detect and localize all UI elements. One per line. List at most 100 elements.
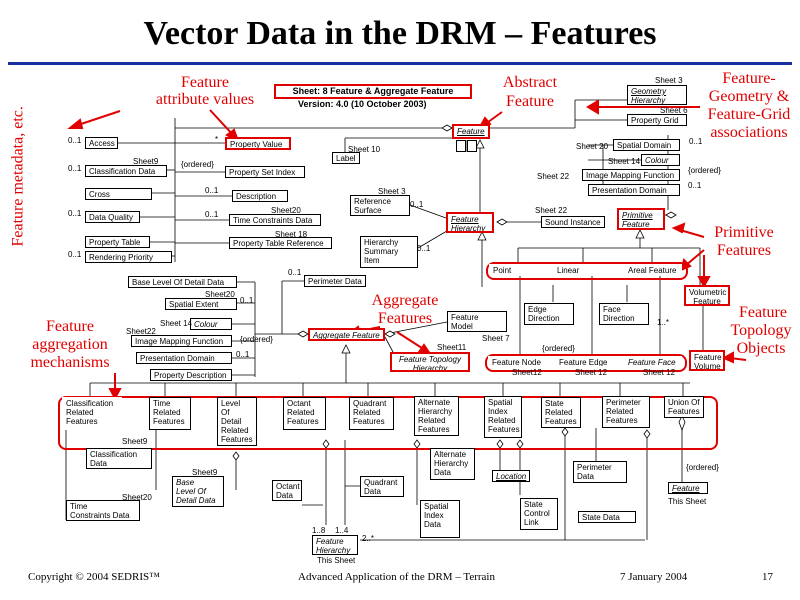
annotation-aggregate-1: Aggregate <box>371 292 439 309</box>
lod-related-features-box[interactable]: Level Of Detail Related Features <box>217 397 257 446</box>
sheet14-agg-label: Sheet 14 <box>160 319 193 328</box>
fhb-line2: Hierarchy <box>316 546 351 555</box>
classification-related-features-box[interactable]: Classification Related Features <box>62 397 122 430</box>
octant-data-box[interactable]: Octant Data <box>272 480 302 501</box>
annotation-topology-1: Feature <box>739 304 787 321</box>
property-table-reference-box[interactable]: Property Table Reference <box>229 237 332 249</box>
edge-direction-box[interactable]: Edge Direction <box>524 303 574 325</box>
perimeter-data-box[interactable]: Perimeter Data <box>304 275 366 287</box>
sheet22-agg-label: Sheet22 <box>126 327 156 336</box>
sirf-line1: Spatial <box>488 398 513 407</box>
colour-box[interactable]: Colour <box>641 154 680 166</box>
access-box[interactable]: Access <box>85 137 118 149</box>
cross-reference-box[interactable]: Cross Reference <box>85 188 152 200</box>
feature-hierarchy-box[interactable]: Feature Hierarchy <box>446 212 494 233</box>
areal-feature-box[interactable]: Areal Feature <box>624 264 682 275</box>
feature-box[interactable]: Feature <box>452 124 490 139</box>
aggregate-feature-box[interactable]: Aggregate Feature <box>308 328 385 341</box>
face-direction-box[interactable]: Face Direction <box>599 303 649 325</box>
sid-line2: Index <box>424 511 444 520</box>
tcdb-line2: Constraints Data <box>70 511 130 520</box>
alternate-hierarchy-data-box[interactable]: Alternate Hierarchy Data <box>430 448 475 480</box>
topology-group <box>485 354 687 372</box>
feature-topology-line1: Feature Topology <box>399 355 461 364</box>
sheet18-label: Sheet 18 <box>275 230 308 239</box>
spatial-index-data-box[interactable]: Spatial Index Data <box>420 500 460 538</box>
linear-feature-box[interactable]: Linear Feature <box>553 264 613 275</box>
rendering-priority-box[interactable]: Rendering Priority Level <box>85 251 172 263</box>
union-of-features-box[interactable]: Union Of Features <box>664 396 704 418</box>
label-box[interactable]: Label <box>332 152 360 164</box>
property-description-box[interactable]: Property Description <box>150 369 232 381</box>
perimeter-related-features-box[interactable]: Perimeter Related Features <box>602 396 650 428</box>
feature-topology-hierarchy-box[interactable]: Feature Topology Hierarchy <box>390 352 470 372</box>
state-control-link-box[interactable]: State Control Link <box>520 498 558 530</box>
property-grid-box[interactable]: Property Grid <box>627 114 687 126</box>
spatial-domain-box[interactable]: Spatial Domain <box>613 139 680 151</box>
feature-hierarchy-b-box[interactable]: Feature Hierarchy <box>312 535 358 555</box>
classification-data-b-box[interactable]: Classification Data <box>86 448 152 469</box>
property-set-index-box[interactable]: Property Set Index <box>225 166 305 178</box>
srf-line3: Features <box>545 417 577 426</box>
description-box[interactable]: Description <box>232 190 288 202</box>
data-quality-box[interactable]: Data Quality <box>85 211 140 223</box>
time-related-features-box[interactable]: Time Related Features <box>149 397 191 430</box>
octant-data-line1: Octant <box>276 482 300 491</box>
sheet11-label: Sheet11 <box>437 343 467 352</box>
base-lod-data-b-box[interactable]: Base Level Of Detail Data <box>172 476 224 507</box>
feature-volume-box[interactable]: Feature Volume <box>689 350 725 371</box>
cdb-line1: Classification <box>90 450 138 459</box>
location-box[interactable]: Location <box>492 470 530 482</box>
feature-model-instance-box[interactable]: Feature Model Instance <box>447 311 507 332</box>
base-lod-data-box[interactable]: Base Level Of Detail Data <box>128 276 237 288</box>
mult-01c: 0..1 <box>68 209 82 218</box>
mult-2star: 2..* <box>362 534 375 543</box>
spatial-extent-box[interactable]: Spatial Extent <box>165 298 237 310</box>
spatial-index-related-features-box[interactable]: Spatial Index Related Features <box>484 396 522 438</box>
geometry-hierarchy-box[interactable]: Geometry Hierarchy <box>627 85 687 105</box>
lodrf-line4: Related <box>221 426 249 435</box>
time-constraints-data-b-box[interactable]: Time Constraints Data <box>66 500 140 521</box>
state-data-box[interactable]: State Data <box>578 511 636 523</box>
sheet12-b-label: Sheet 12 <box>575 368 608 377</box>
orf-line1: Octant <box>287 399 311 408</box>
sheet6-label: Sheet 6 <box>660 106 688 115</box>
perimeter-data-b-box[interactable]: Perimeter Data <box>573 461 627 483</box>
primitive-feature-box[interactable]: Primitive Feature <box>617 208 665 230</box>
sheet3-top-label: Sheet 3 <box>655 76 683 85</box>
presentation-domain-box[interactable]: Presentation Domain <box>588 184 680 196</box>
presentation-domain-agg-box[interactable]: Presentation Domain <box>136 352 232 364</box>
image-mapping-function-box[interactable]: Image Mapping Function <box>582 169 680 181</box>
hierarchy-summary-item-box[interactable]: Hierarchy Summary Item <box>360 236 418 268</box>
reference-surface-box[interactable]: Reference Surface <box>350 195 410 216</box>
point-feature-box[interactable]: Point Feature <box>489 264 545 275</box>
annotation-aggregation-1: Feature <box>46 318 94 335</box>
octant-data-line2: Data <box>276 491 293 500</box>
classification-data-box[interactable]: Classification Data <box>85 165 167 177</box>
geometry-hierarchy-line2: Hierarchy <box>631 96 666 105</box>
alternate-hierarchy-related-features-box[interactable]: Alternate Hierarchy Related Features <box>414 396 459 436</box>
annotation-abstract-1: Abstract <box>502 74 558 91</box>
quadrant-data-box[interactable]: Quadrant Data <box>360 476 404 497</box>
colour-agg-box[interactable]: Colour <box>190 318 232 330</box>
feature-node-box[interactable]: Feature Node <box>488 356 548 367</box>
feature-b-box[interactable]: Feature <box>668 482 708 494</box>
trf-line2: Related <box>153 408 181 417</box>
pdb-line2: Data <box>577 472 594 481</box>
sound-instance-box[interactable]: Sound Instance <box>541 216 605 228</box>
property-value-box[interactable]: Property Value <box>225 137 291 150</box>
sheet9-b-label: Sheet9 <box>122 437 148 446</box>
property-table-box[interactable]: Property Table <box>85 236 150 248</box>
volumetric-feature-box[interactable]: Volumetric Feature <box>684 285 730 306</box>
reference-surface-line1: Reference <box>354 197 391 206</box>
feature-face-box[interactable]: Feature Face <box>624 356 682 367</box>
octant-related-features-box[interactable]: Octant Related Features <box>283 397 326 430</box>
feature-edge-box[interactable]: Feature Edge <box>555 356 615 367</box>
footer-page-number: 17 <box>762 571 773 583</box>
sheet10-label: Sheet 10 <box>348 145 381 154</box>
image-mapping-function-agg-box[interactable]: Image Mapping Function <box>131 335 232 347</box>
state-related-features-box[interactable]: State Related Features <box>541 397 581 428</box>
time-constraints-box[interactable]: Time Constraints Data <box>229 214 321 226</box>
footer-copyright: Copyright © 2004 SEDRIS™ <box>28 571 160 583</box>
quadrant-related-features-box[interactable]: Quadrant Related Features <box>349 397 394 430</box>
